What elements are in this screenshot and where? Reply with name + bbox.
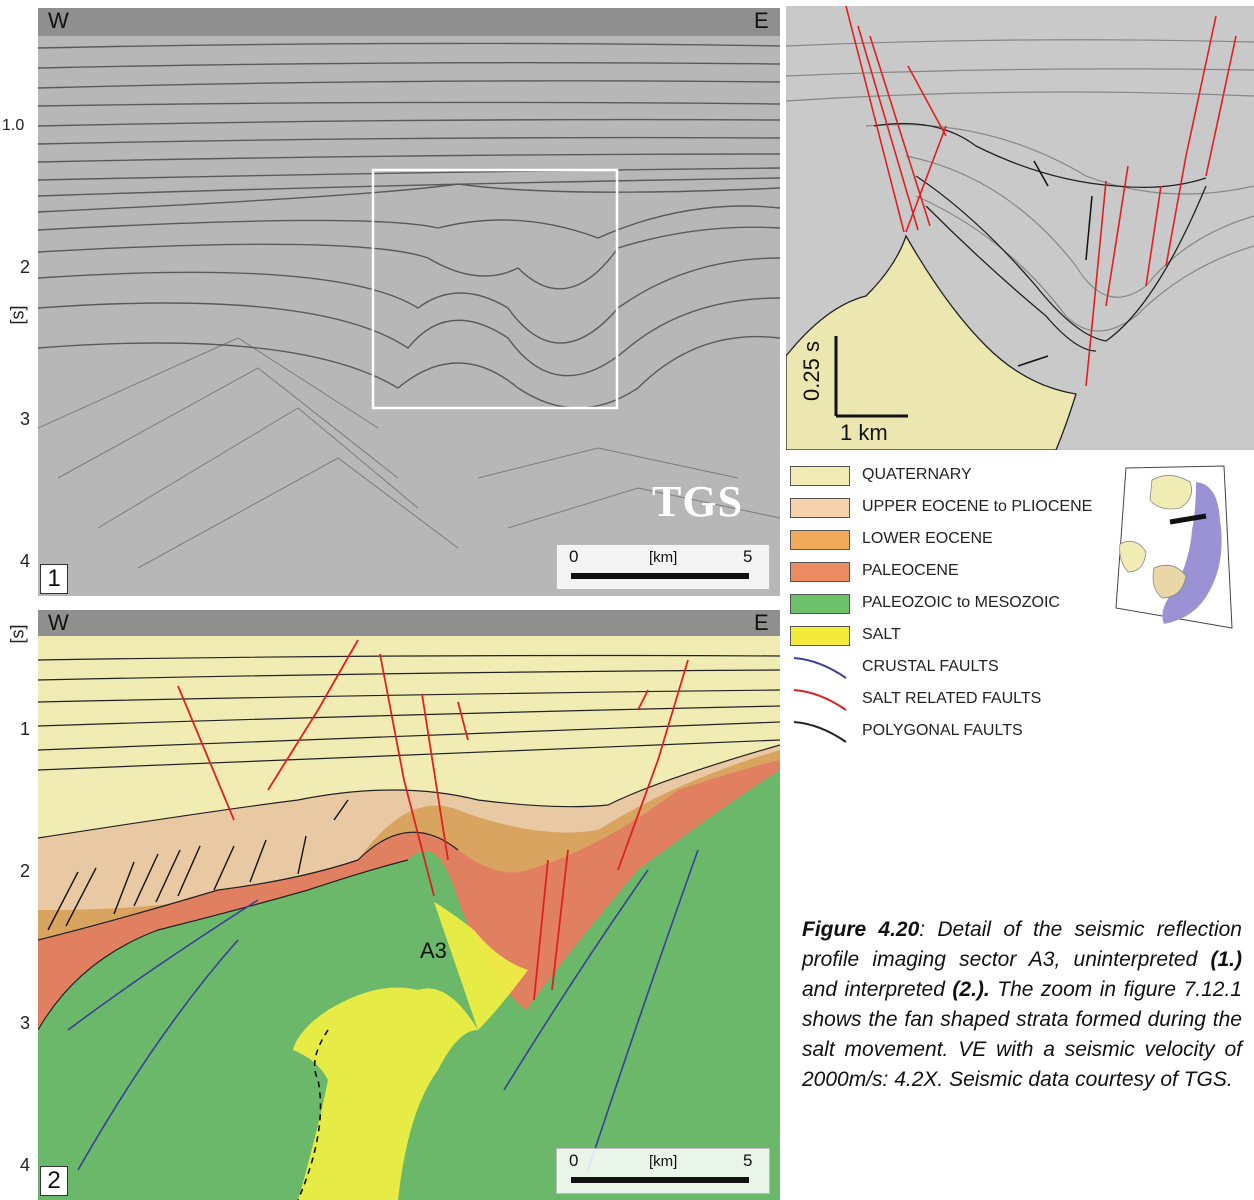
panel1-axis-tick-4: 4 xyxy=(20,551,31,571)
panel2-scalebar: 0 [km] 5 xyxy=(556,1148,770,1194)
panel2-scalebar-unit: [km] xyxy=(649,1153,678,1170)
panel1-scalebar-bar xyxy=(571,573,749,579)
legend-label: PALEOZOIC to MESOZOIC xyxy=(862,594,1060,611)
panel1-scalebar-start: 0 xyxy=(569,547,579,566)
panel2-axis-tick-4: 4 xyxy=(20,1155,31,1175)
caption-ref-2: (2.). xyxy=(952,978,990,1001)
panel2-axis-unit: [s] xyxy=(7,624,28,644)
legend-label: SALT xyxy=(862,626,901,643)
zoom-image xyxy=(786,6,1254,450)
zoom-vertical-scale: 0.25 s xyxy=(798,341,824,401)
panel2-interpreted-section: W E A3 0 [km] 5 2 xyxy=(38,610,780,1200)
panel2-scalebar-start: 0 xyxy=(569,1151,579,1170)
panel1-scalebar-end: 5 xyxy=(743,547,753,566)
legend-swatch-upper-eocene-pliocene xyxy=(790,498,850,518)
panel2-west-label: W xyxy=(48,610,69,635)
legend-swatch-paleozoic-mesozoic xyxy=(790,594,850,614)
panel1-seismic-image xyxy=(38,8,780,569)
legend-swatch-salt xyxy=(790,626,850,646)
panel2-interpretation xyxy=(38,610,780,1200)
panel2-scalebar-end: 5 xyxy=(743,1151,753,1170)
legend-label: PALEOCENE xyxy=(862,562,959,579)
salt-structure-label: A3 xyxy=(420,938,447,963)
location-inset-map xyxy=(1115,465,1233,629)
zoom-panel: 0.25 s 1 km xyxy=(786,6,1254,450)
panel1-scalebar: 0 [km] 5 xyxy=(556,544,770,590)
zoom-horizontal-scale: 1 km xyxy=(840,420,888,445)
panel2-axis-tick-1: 1 xyxy=(20,719,31,739)
panel1-east-label: E xyxy=(754,8,769,33)
legend-swatch-paleocene xyxy=(790,562,850,582)
panel1-west-label: W xyxy=(48,8,69,33)
legend-label: LOWER EOCENE xyxy=(862,530,993,547)
panel2-scalebar-bar xyxy=(571,1177,749,1183)
panel2-axis-tick-2: 2 xyxy=(20,861,31,881)
legend-label: UPPER EOCENE to PLIOCENE xyxy=(862,498,1093,515)
legend-label: QUATERNARY xyxy=(862,466,972,483)
legend-line-polygonal-faults xyxy=(793,721,847,743)
panel1-seismic-section: W E TGS 0 [km] 5 1 xyxy=(38,8,780,596)
tgs-watermark: TGS xyxy=(652,477,744,526)
zoom-area-frame xyxy=(371,168,619,410)
panel1-number: 1 xyxy=(40,564,68,594)
caption-ref-1: (1.) xyxy=(1210,948,1243,971)
panel2-axis-tick-3: 3 xyxy=(20,1013,31,1033)
panel1-axis-tick-3: 3 xyxy=(20,409,31,429)
legend-label: POLYGONAL FAULTS xyxy=(862,722,1023,739)
legend-label: SALT RELATED FAULTS xyxy=(862,690,1042,707)
panel1-axis-tick-2: 2 xyxy=(20,257,31,277)
panel2-number: 2 xyxy=(40,1166,68,1196)
panel1-axis-unit: [s] xyxy=(7,305,28,325)
panel1-axis-tick-1: 1.0 xyxy=(2,117,25,134)
legend-swatch-quaternary xyxy=(790,466,850,486)
legend-label: CRUSTAL FAULTS xyxy=(862,658,999,675)
caption-text-3: The zoom in figure 7.12.1 shows the fan … xyxy=(802,978,1242,1091)
panel1-scalebar-unit: [km] xyxy=(649,549,678,566)
caption-text-1: : Detail of the seismic reflection profi… xyxy=(802,918,1242,971)
figure-label: Figure 4.20 xyxy=(802,918,920,941)
panel2-east-label: E xyxy=(754,610,769,635)
legend-swatch-lower-eocene xyxy=(790,530,850,550)
caption-text-2: and interpreted xyxy=(802,978,953,1001)
figure-caption: Figure 4.20: Detail of the seismic refle… xyxy=(802,915,1242,1095)
legend-line-crustal-faults xyxy=(793,657,847,679)
legend-line-salt-related-faults xyxy=(793,689,847,711)
